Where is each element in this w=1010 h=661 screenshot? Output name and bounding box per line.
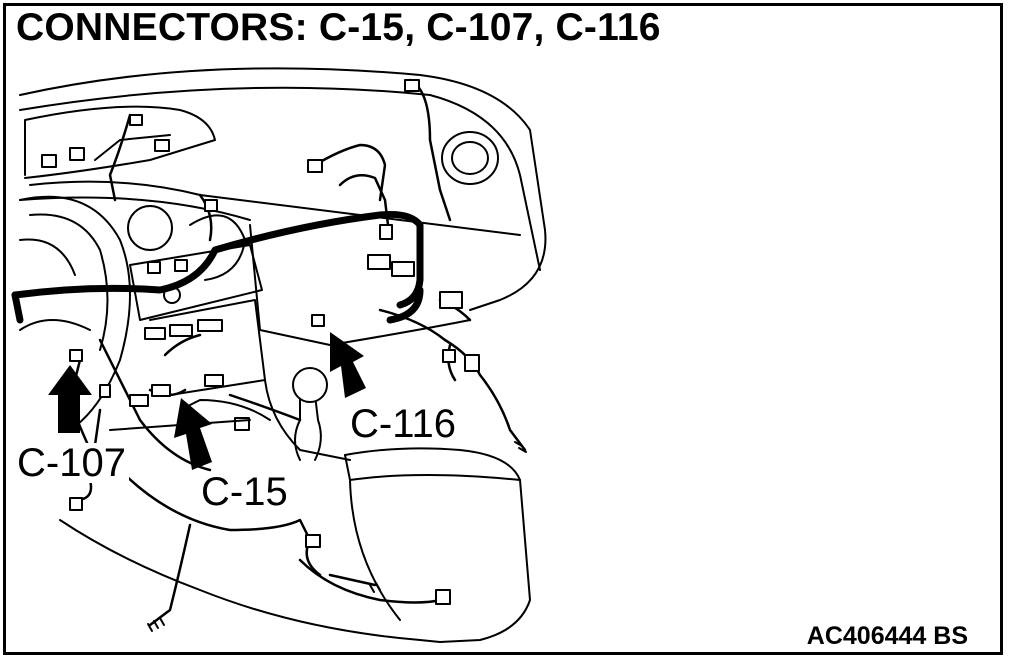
wire-end-hatches (147, 441, 527, 632)
main-harness (11, 211, 424, 324)
figure-code: AC406444 BS (806, 622, 968, 650)
connector-blocks (41, 79, 480, 605)
arrow-c107 (48, 365, 92, 433)
page-title: CONNECTORS: C-15, C-107, C-116 (16, 6, 661, 49)
arrow-c15 (174, 398, 212, 470)
callout-c107: C-107 (14, 443, 129, 483)
arrow-c116 (330, 332, 366, 398)
center-stack (127, 205, 266, 396)
gear-shifter (292, 367, 328, 461)
dashboard-outline (19, 67, 547, 346)
air-vent (441, 131, 499, 185)
callout-c116: C-116 (347, 404, 459, 444)
upper-panel (24, 105, 216, 179)
callout-c15: C-15 (198, 472, 291, 512)
pointer-arrows (48, 332, 366, 470)
